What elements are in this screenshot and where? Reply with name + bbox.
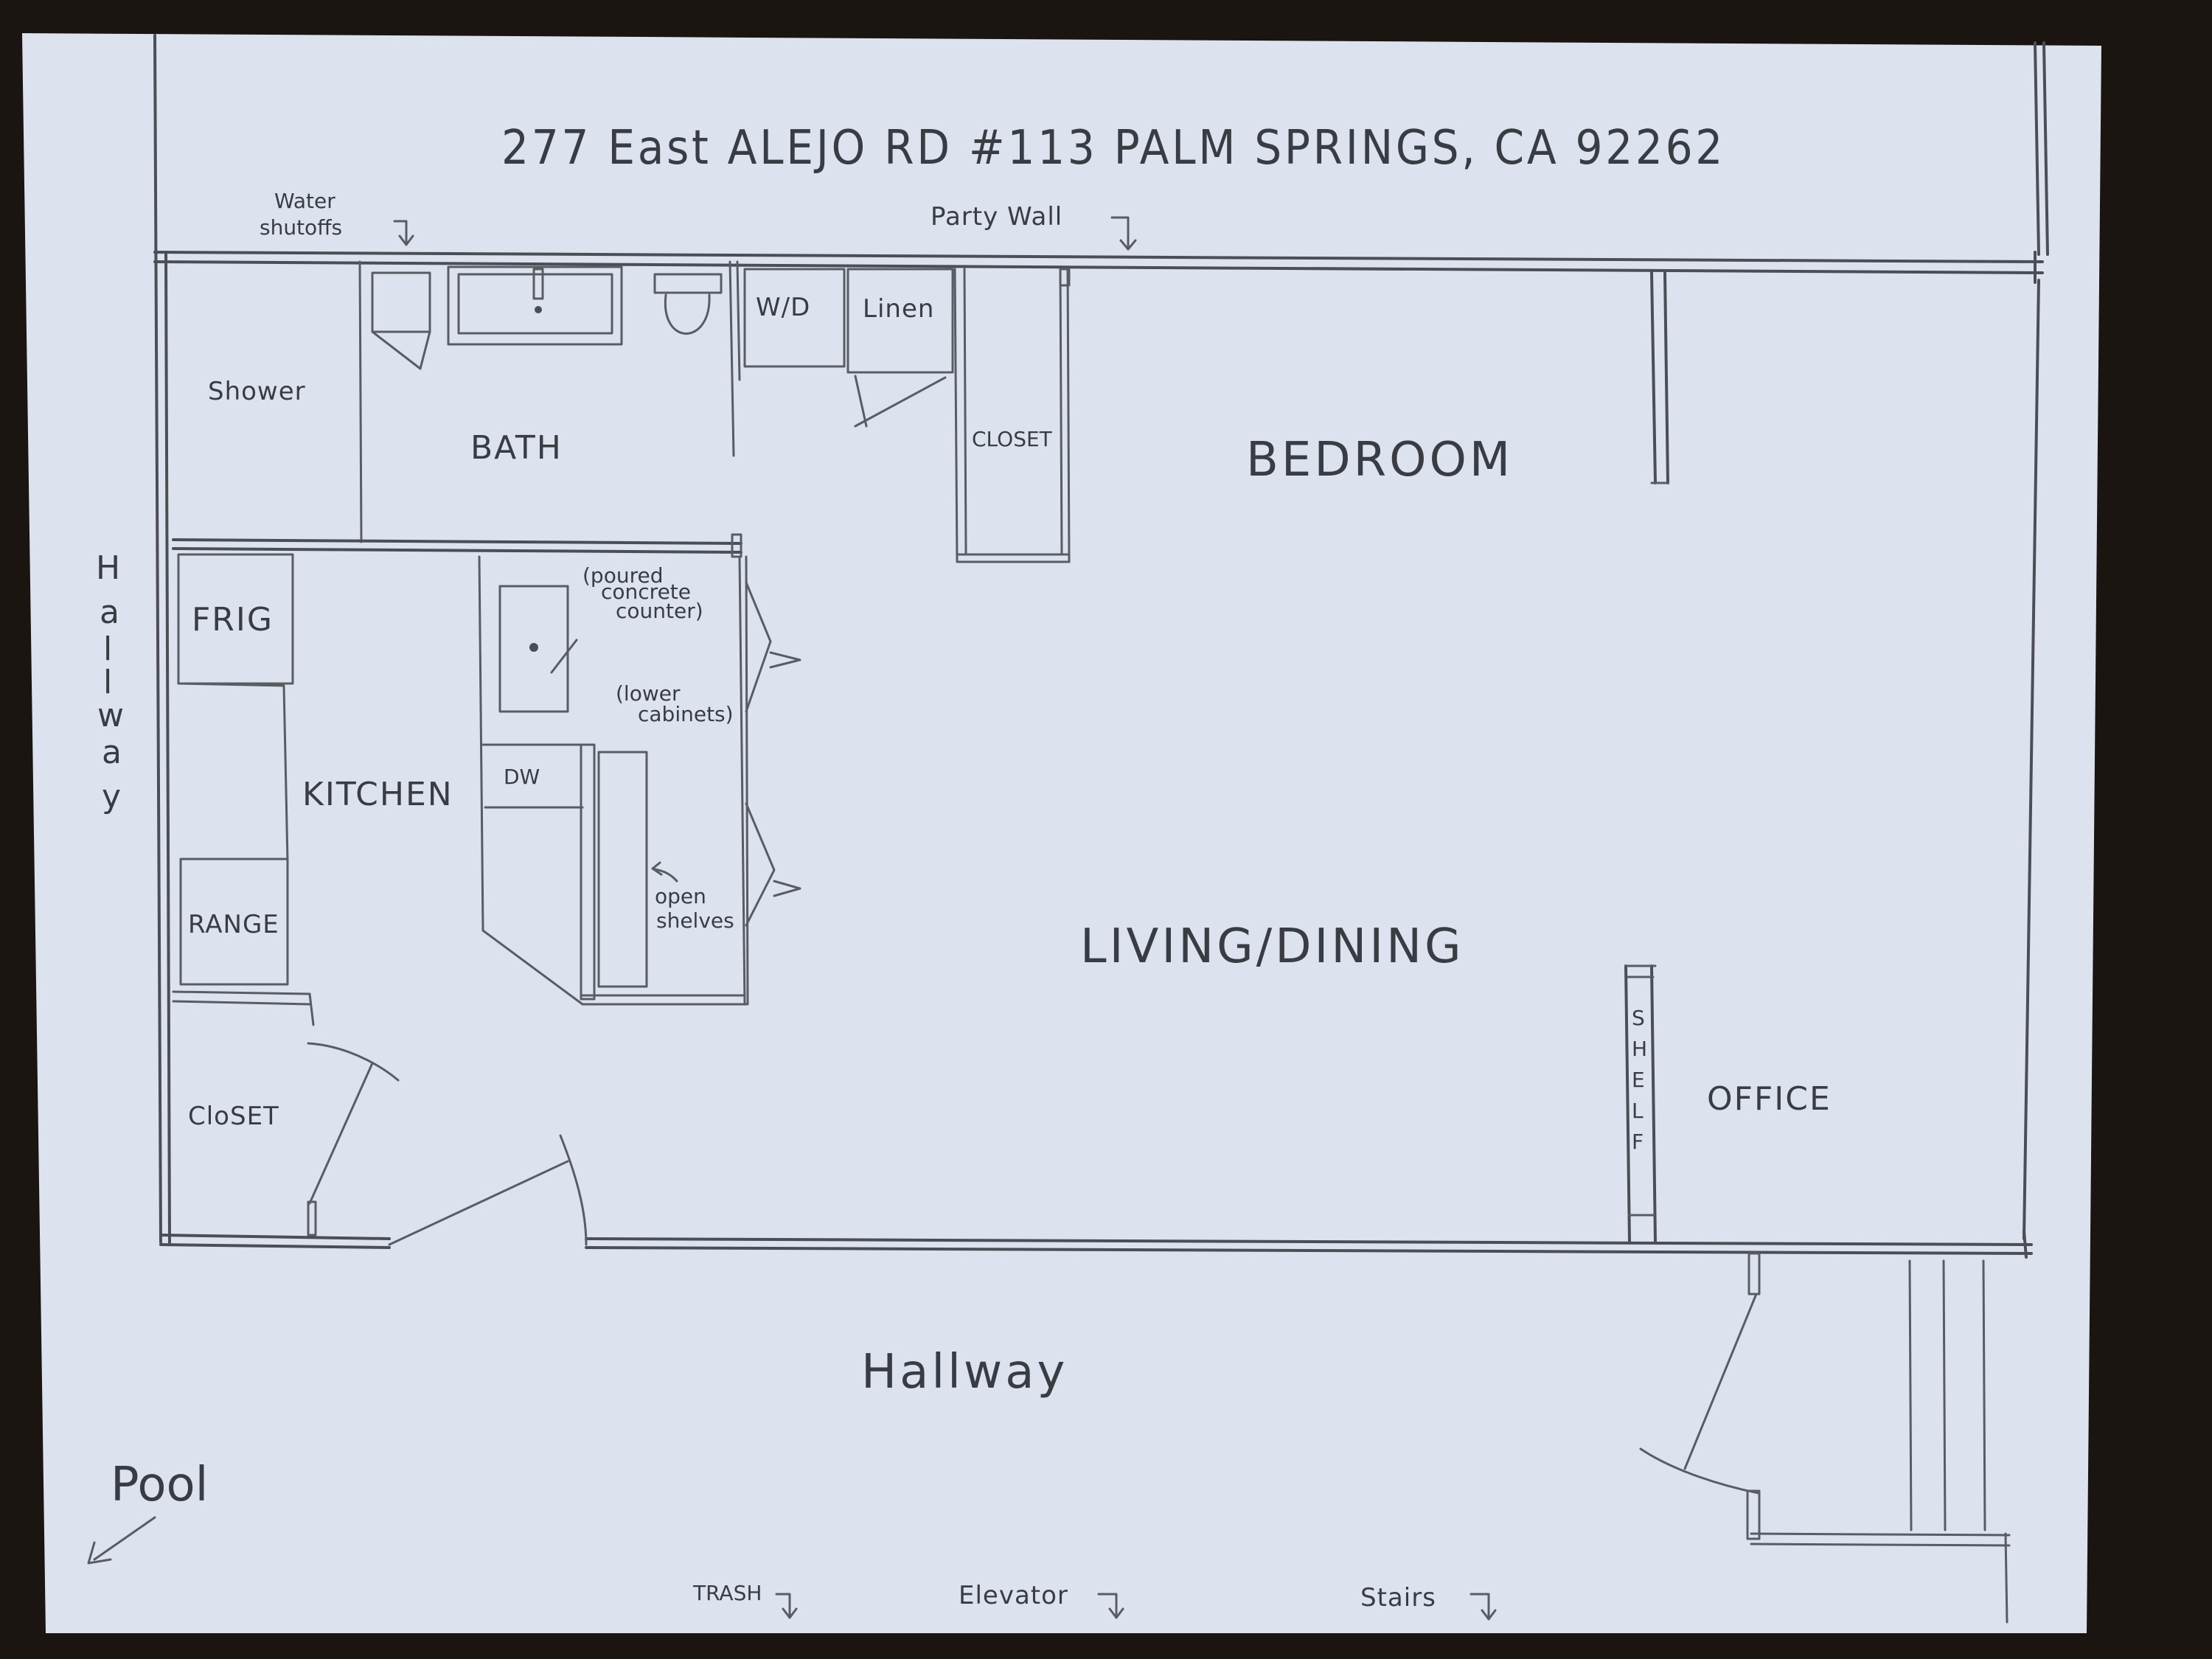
closet-top-label: CLOSET <box>972 427 1053 451</box>
elevator-label: Elevator <box>959 1581 1068 1610</box>
concrete-note-3: counter) <box>616 599 703 623</box>
walls <box>153 34 2049 1259</box>
water-shutoffs-label-2: shutoffs <box>260 215 342 240</box>
kitchen-label: KITCHEN <box>302 776 453 813</box>
hallway-side-letter: l <box>103 630 114 668</box>
dw-label: DW <box>504 765 540 789</box>
trash-label: TRASH <box>692 1581 762 1605</box>
open-shelves-note-2: shelves <box>656 908 734 933</box>
shelf-letter: L <box>1632 1099 1644 1123</box>
paper-sheet <box>22 33 2101 1633</box>
party-wall-label: Party Wall <box>931 202 1062 232</box>
range-label: RANGE <box>188 910 279 939</box>
bath-label: BATH <box>470 429 563 467</box>
living-dining-label: LIVING/DINING <box>1080 919 1464 974</box>
office-label: OFFICE <box>1707 1080 1832 1118</box>
hallway-side-letter: y <box>102 778 122 815</box>
open-shelves-note-1: open <box>655 884 706 908</box>
kitchen-area <box>172 553 801 1026</box>
shelf-letter: E <box>1632 1068 1645 1092</box>
shelf-letter: H <box>1632 1037 1647 1061</box>
hallway-side-letter: a <box>102 734 123 771</box>
office-shelf <box>1624 964 1657 1244</box>
linen-label: Linen <box>863 294 934 324</box>
address-title: 277 East ALEJO RD #113 PALM SPRINGS, CA … <box>501 121 1725 175</box>
hallway-side-letter: H <box>96 549 122 587</box>
hallway-bottom-label: Hallway <box>861 1345 1068 1399</box>
hallway-side-letter: a <box>100 594 121 631</box>
concrete-note-2: concrete <box>601 580 691 604</box>
lower-cabinets-note-1: (lower <box>616 681 681 706</box>
hallway-door-stairs <box>1639 1252 2011 1624</box>
concrete-note-1: (poured <box>582 563 663 588</box>
laundry-linen-closet <box>743 268 1071 563</box>
wd-label: W/D <box>756 293 810 322</box>
shelf-letter: S <box>1632 1006 1645 1030</box>
lower-cabinets-note-2: cabinets) <box>638 702 734 726</box>
frig-label: FRIG <box>192 601 274 639</box>
closet-left-label: CloSET <box>188 1102 279 1131</box>
shelf-letter: F <box>1632 1130 1644 1154</box>
bedroom-partition <box>1650 271 1669 484</box>
pool-label: Pool <box>111 1458 208 1512</box>
shower-label: Shower <box>208 377 306 406</box>
annotation-arrows <box>87 216 1497 1621</box>
closet-and-entry-door <box>307 1042 588 1246</box>
bath-area <box>172 260 742 558</box>
hallway-side-letter: l <box>103 664 114 701</box>
bedroom-label: BEDROOM <box>1246 433 1513 487</box>
hallway-side-letter: w <box>97 697 125 734</box>
stairs-label: Stairs <box>1360 1583 1436 1613</box>
water-shutoffs-label-1: Water <box>274 189 335 213</box>
